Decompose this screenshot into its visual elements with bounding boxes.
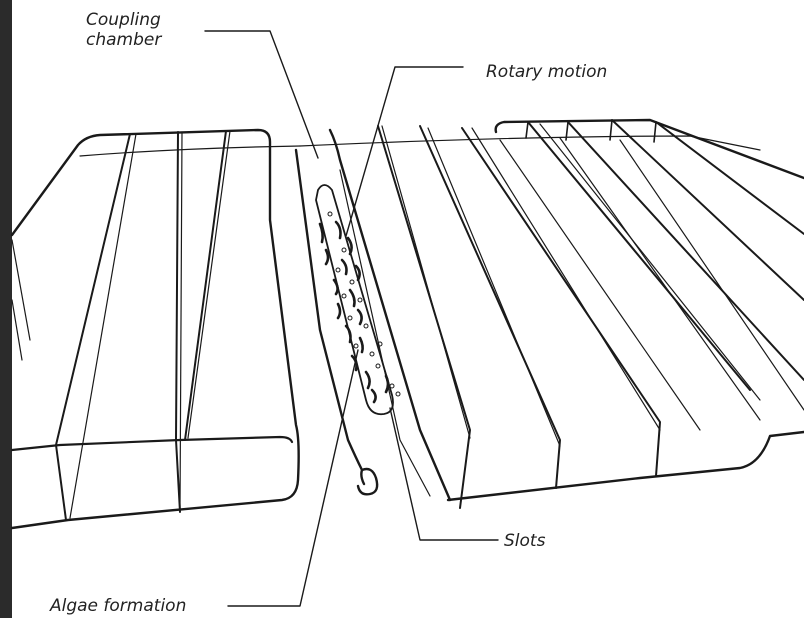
algae-particle-icon: [370, 388, 377, 404]
rotary-capsule: [315, 184, 394, 416]
left-rib-1: [55, 133, 131, 521]
left-slat-top-edge: [79, 145, 301, 157]
coupling-channel: [294, 128, 452, 502]
bubble-icon: [395, 391, 401, 397]
coupling-leader: [204, 30, 319, 159]
right-fin-1: [377, 125, 471, 509]
right-fin-4b: [539, 123, 761, 401]
bubble-icon: [377, 341, 383, 347]
right-fin-7: [655, 121, 804, 235]
right-fin-1b: [381, 125, 471, 439]
left-slat-bottom-edge: [10, 435, 294, 452]
algae-particle-icon: [350, 354, 358, 372]
bubble-icon: [389, 383, 395, 389]
algae-particle-icon: [334, 220, 342, 240]
algae-particle-icon: [336, 302, 342, 320]
coupling-chamber-label-line1: Coupling: [86, 10, 161, 30]
slots-label: Slots: [504, 531, 546, 551]
right-floor-lines: [499, 137, 804, 431]
right-fin-3b: [471, 127, 661, 431]
algae-particle-icon: [364, 370, 371, 390]
algae-particle-icon: [318, 222, 324, 244]
algae-particle-icon: [356, 308, 363, 326]
left-rib-3b: [187, 130, 231, 439]
right-fin-3: [461, 127, 661, 477]
algae-particle-icon: [344, 324, 352, 344]
left-slat-outline: [10, 128, 300, 530]
bubbles: [327, 211, 401, 397]
coupling-chamber-label: Coupling chamber: [86, 10, 161, 50]
right-fin-2: [419, 125, 561, 489]
left-rib-3: [184, 130, 227, 441]
bubble-icon: [341, 247, 347, 253]
left-rib-1b: [69, 133, 137, 519]
algae-particle-icon: [332, 278, 339, 296]
bubble-icon: [363, 323, 369, 329]
bubble-icon: [347, 315, 353, 321]
bubble-icon: [369, 351, 375, 357]
leader-lines: [204, 30, 499, 607]
algae-leader: [227, 349, 359, 607]
rotary-motion-label: Rotary motion: [486, 62, 608, 82]
bubble-icon: [335, 267, 341, 273]
right-fin-2b: [427, 127, 561, 447]
left-rib-2b: [179, 131, 183, 511]
right-slat-top-edge: [299, 135, 761, 151]
algae-particle-icon: [354, 264, 361, 282]
coupling-chamber-label-line2: chamber: [86, 30, 162, 50]
channel-left-wall: [294, 148, 366, 486]
coupling-hook: [356, 467, 379, 496]
algae-particle-icon: [346, 236, 353, 256]
right-slat-bottom-edge: [446, 430, 804, 502]
right-fin-4: [527, 121, 751, 391]
algae-particle-icon: [348, 288, 356, 308]
algae-particle-icon: [324, 248, 330, 266]
bubble-icon: [375, 363, 381, 369]
algae-particle-icon: [384, 374, 390, 394]
rotary-leader: [345, 66, 464, 237]
algae-formation: [318, 220, 390, 404]
channel-right-wall: [328, 128, 452, 502]
right-fin-6: [611, 119, 804, 301]
left-slat: [10, 128, 301, 530]
algae-particle-icon: [340, 258, 348, 276]
bubble-icon: [353, 343, 359, 349]
left-rib-2: [175, 131, 181, 513]
bubble-icon: [349, 279, 355, 285]
right-fin-5: [567, 121, 804, 381]
right-top-ribs: [525, 119, 657, 143]
bubble-icon: [341, 293, 347, 299]
left-dark-edge: [0, 0, 12, 618]
bubble-icon: [357, 297, 363, 303]
bubble-icon: [327, 211, 333, 217]
algae-particle-icon: [358, 336, 364, 354]
algae-formation-label: Algae formation: [50, 596, 187, 616]
left-side-ribs: [11, 239, 31, 361]
slots-leader: [389, 407, 499, 541]
right-slat: [299, 118, 804, 509]
channel-floor-line: [339, 169, 431, 497]
right-slat-outline: [494, 118, 804, 180]
